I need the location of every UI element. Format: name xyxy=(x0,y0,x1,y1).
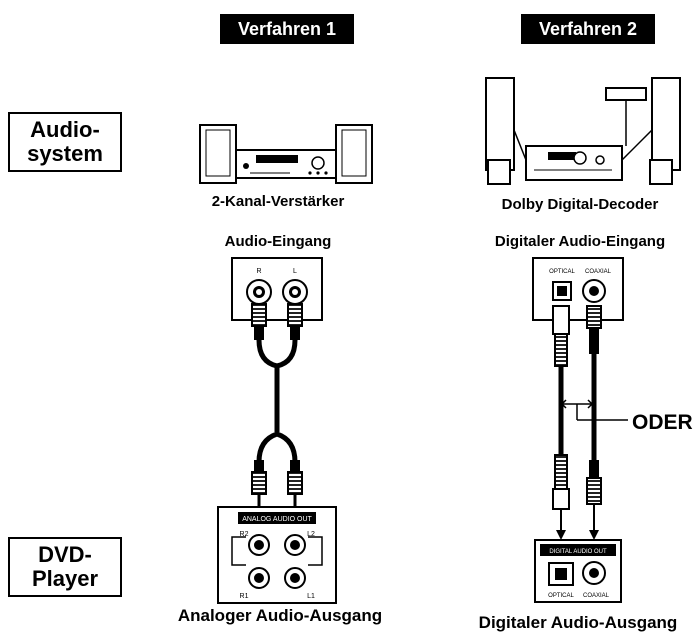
coaxial-cable xyxy=(586,305,602,540)
stereo-amplifier-caption: 2-Kanal-Verstärker xyxy=(211,193,345,210)
out-optical-label: OPTICAL xyxy=(548,593,574,599)
jack-l1-label: L1 xyxy=(307,593,315,600)
jack-coaxial-label: COAXIAL xyxy=(585,269,612,275)
audio-input-caption: Audio-Eingang xyxy=(224,233,332,250)
digital-output-panel xyxy=(534,539,622,603)
jack-optical-label: OPTICAL xyxy=(549,269,575,275)
digital-input-panel xyxy=(532,257,624,321)
digital-out-title: DIGITAL AUDIO OUT xyxy=(549,549,607,555)
jack-r-label: R xyxy=(256,268,261,275)
rca-plugs-bottom xyxy=(251,431,303,508)
analog-out-title: ANALOG AUDIO OUT xyxy=(242,516,312,523)
method-2-header: Verfahren 2 xyxy=(521,14,655,44)
digital-audio-output-caption: Digitaler Audio-Ausgang xyxy=(478,613,678,632)
or-label: ODER xyxy=(632,411,693,434)
stereo-amplifier-icon xyxy=(199,124,373,184)
method-1-header: Verfahren 1 xyxy=(220,14,354,44)
jack-r1-label: R1 xyxy=(240,593,249,600)
dolby-decoder-caption: Dolby Digital-Decoder xyxy=(501,196,659,213)
optical-cable xyxy=(552,305,570,540)
analog-audio-output-caption: Analoger Audio-Ausgang xyxy=(177,606,383,625)
analog-input-panel xyxy=(231,257,323,321)
jack-r2-label: R2 xyxy=(240,531,249,538)
analog-output-panel xyxy=(217,506,337,604)
jack-l-label: L xyxy=(293,268,297,275)
out-coaxial-label: COAXIAL xyxy=(583,593,610,599)
jack-l2-label: L2 xyxy=(307,531,315,538)
digital-audio-input-caption: Digitaler Audio-Eingang xyxy=(494,233,666,250)
or-indicator-arrows xyxy=(560,399,628,421)
dolby-decoder-icon xyxy=(485,77,681,185)
audio-system-label: Audio- system xyxy=(8,112,122,172)
dvd-player-label: DVD- Player xyxy=(8,537,122,597)
